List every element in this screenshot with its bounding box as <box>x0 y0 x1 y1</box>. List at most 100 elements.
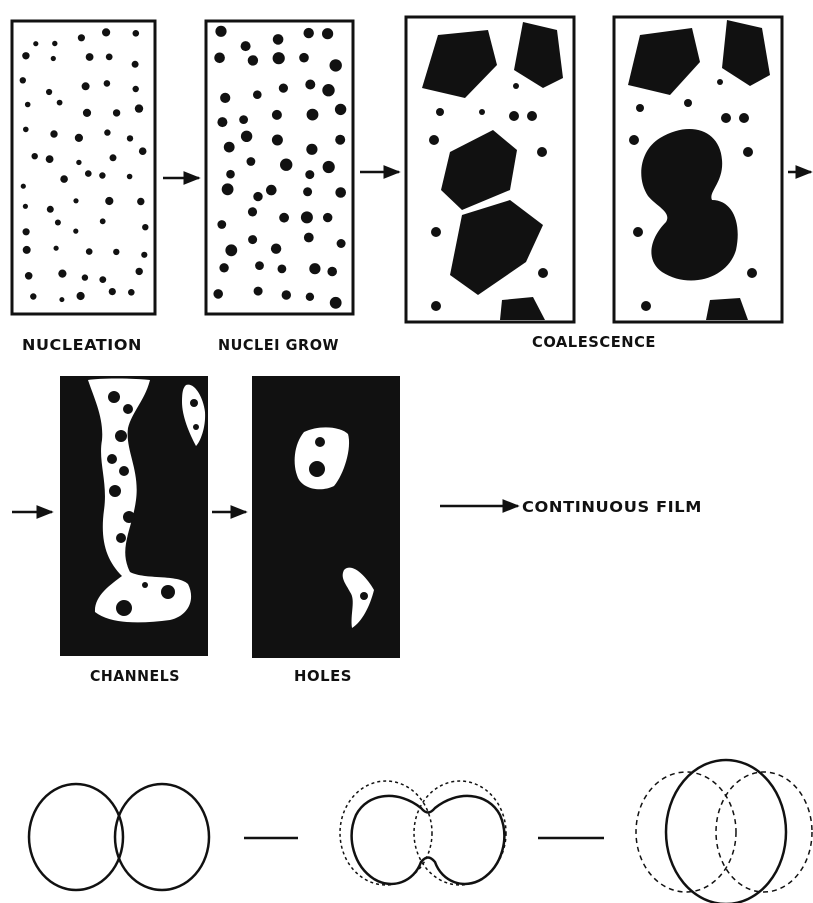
nucleus-dot <box>77 292 85 300</box>
nucleus-dot <box>113 109 120 116</box>
nucleus-dot <box>254 287 263 296</box>
nucleus-dot <box>21 184 26 189</box>
nucleus-dot <box>57 100 63 106</box>
nucleus-dot <box>248 207 257 216</box>
panel-channels <box>60 376 208 656</box>
nucleus-dot <box>110 154 117 161</box>
nucleus-dot <box>301 211 313 223</box>
nucleus-dot <box>215 26 226 37</box>
nucleus-dot <box>46 155 54 163</box>
nucleus-dot <box>248 235 257 244</box>
nucleus-dot <box>86 248 93 255</box>
nucleus-dot <box>225 244 237 256</box>
nucleus-dot <box>50 130 57 137</box>
nucleus-dot <box>337 239 346 248</box>
nucleus-dot <box>241 131 252 142</box>
two-spheres-initial <box>29 784 209 890</box>
panel-nucleation <box>12 21 155 314</box>
nucleus-dot <box>304 28 314 38</box>
panel-coalescence-b <box>614 17 782 322</box>
nucleus-dot <box>136 268 143 275</box>
nucleus-dot <box>273 52 285 64</box>
nucleus-dot <box>137 198 144 205</box>
nucleus-dot <box>278 265 287 274</box>
nucleus-dot <box>23 246 31 254</box>
nucleus-dot <box>99 172 105 178</box>
panel-nuclei-grow <box>206 21 353 314</box>
nucleus-dot <box>142 224 148 230</box>
nucleus-dot <box>100 218 106 224</box>
nucleus-dot <box>247 157 256 166</box>
two-spheres-necking <box>340 781 506 885</box>
nucleus-dot <box>20 77 26 83</box>
nucleus-dot <box>327 267 337 277</box>
nucleus-dot <box>127 135 133 141</box>
nucleus-dot <box>330 297 342 309</box>
nucleus-dot <box>248 55 258 65</box>
nucleus-dot <box>305 80 315 90</box>
nucleus-dot <box>335 187 346 198</box>
nucleus-dot <box>85 170 92 177</box>
nucleus-dot <box>335 135 345 145</box>
nucleus-dot <box>330 59 342 71</box>
nucleus-dot <box>272 135 283 146</box>
nucleus-dot <box>51 56 56 61</box>
nucleus-dot <box>128 289 135 296</box>
nucleus-dot <box>25 102 31 108</box>
nucleus-dot <box>271 244 281 254</box>
label-channels: CHANNELS <box>90 667 180 685</box>
nucleus-dot <box>60 175 68 183</box>
nucleus-dot <box>113 249 119 255</box>
panel-coalescence-a <box>406 17 574 322</box>
nucleus-dot <box>214 53 225 64</box>
label-nucleation: NUCLEATION <box>22 336 142 354</box>
nucleus-dot <box>106 54 113 61</box>
panel-holes <box>252 376 400 658</box>
nucleus-dot <box>23 228 30 235</box>
nucleus-dot <box>323 161 335 173</box>
nucleus-dot <box>307 109 319 121</box>
nucleus-dot <box>75 134 83 142</box>
nucleus-dot <box>73 229 78 234</box>
nucleus-dot <box>220 93 230 103</box>
nucleus-dot <box>22 52 29 59</box>
nucleus-dot <box>309 263 320 274</box>
nucleus-dot <box>279 84 288 93</box>
nucleus-dot <box>102 28 110 36</box>
label-holes: HOLES <box>294 667 352 685</box>
nucleus-dot <box>82 274 88 280</box>
nucleus-dot <box>133 30 140 37</box>
nucleus-dot <box>305 170 314 179</box>
nucleus-dot <box>217 117 227 127</box>
nucleus-dot <box>47 206 54 213</box>
nucleus-dot <box>55 220 61 226</box>
nucleus-dot <box>304 233 314 243</box>
nucleus-dot <box>253 90 262 99</box>
nucleus-dot <box>323 213 332 222</box>
nucleus-dot <box>86 53 94 61</box>
nucleus-dot <box>272 110 282 120</box>
nucleus-dot <box>219 263 228 272</box>
nucleus-dot <box>58 270 66 278</box>
nucleus-dot <box>127 174 133 180</box>
nucleus-dot <box>299 53 309 63</box>
nucleus-dot <box>141 252 147 258</box>
label-nuclei-grow: NUCLEI GROW <box>218 336 339 354</box>
nucleus-dot <box>109 288 116 295</box>
nucleus-dot <box>273 34 284 45</box>
nucleus-dot <box>133 86 139 92</box>
nucleus-dot <box>23 204 28 209</box>
nucleus-dot <box>104 129 110 135</box>
nucleus-dot <box>104 80 111 87</box>
nucleus-dot <box>222 183 234 195</box>
nucleus-dot <box>52 41 57 46</box>
nucleus-dot <box>322 84 334 96</box>
nucleus-dot <box>83 109 91 117</box>
nucleus-dot <box>280 159 292 171</box>
nucleus-dot <box>73 198 78 203</box>
nucleus-dot <box>322 28 333 39</box>
nucleus-dot <box>59 297 64 302</box>
nucleus-dot <box>255 261 264 270</box>
nucleus-dot <box>99 276 106 283</box>
